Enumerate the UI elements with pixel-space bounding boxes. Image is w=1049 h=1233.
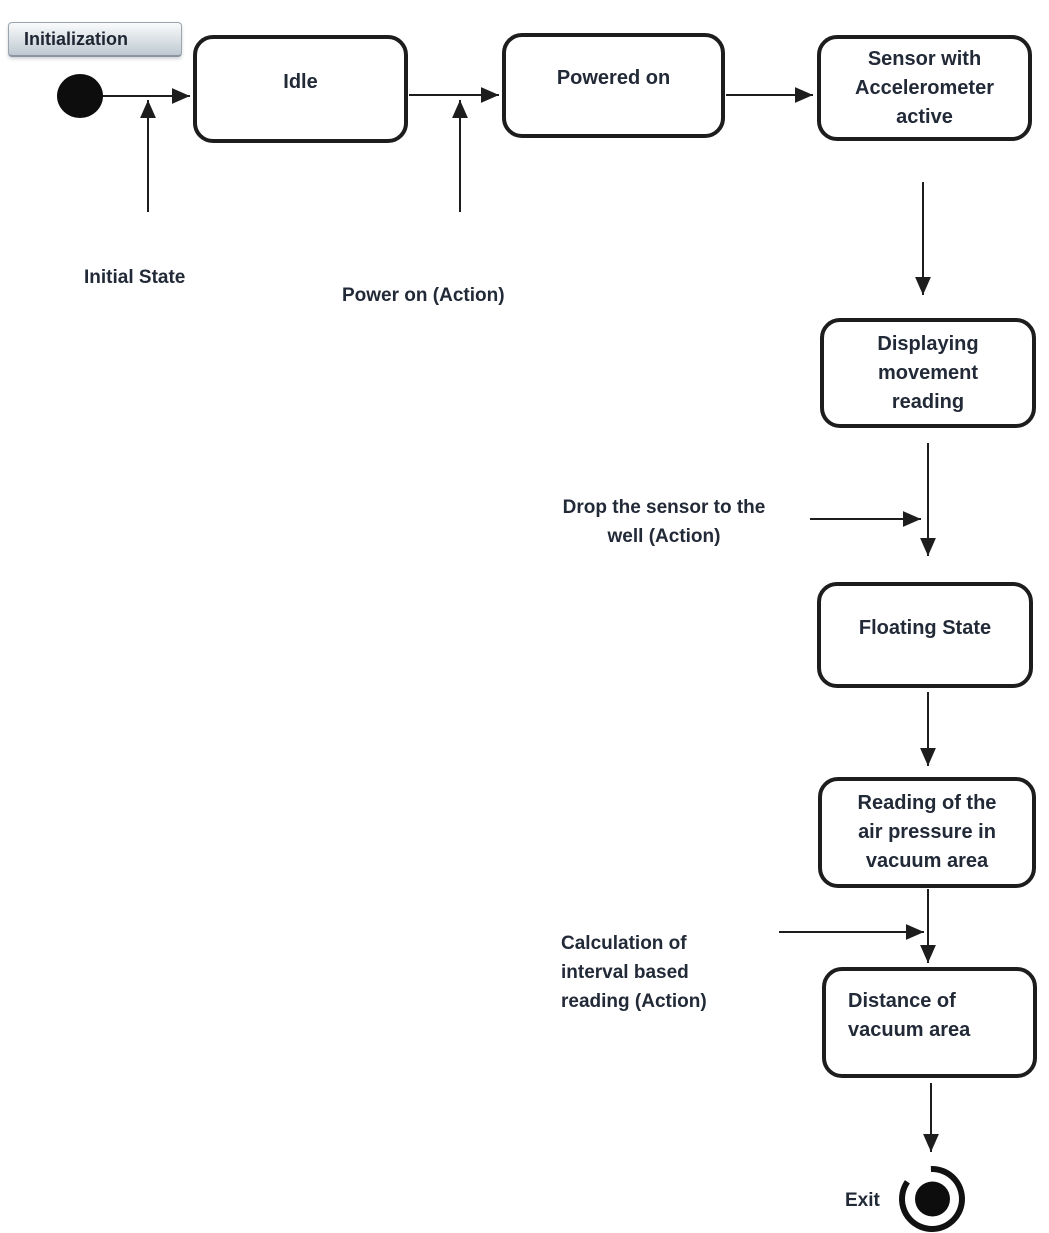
state-distance-vacuum-area: Distance of vacuum area [822,967,1037,1078]
state-floating-label: Floating State [858,616,992,639]
initial-state-annotation: Initial State [84,267,186,288]
state-sensor-accelerometer-active: Sensor with Accelerometer active [817,35,1032,141]
diagram-title: Initialization [24,28,129,49]
initial-state-node [57,74,103,118]
state-displaying-movement-reading: Displaying movement reading [820,318,1036,428]
state-sensor-label: Sensor with Accelerometer active [855,47,994,128]
state-displaying-label: Displaying movement reading [877,332,979,413]
state-reading-label: Reading of the air pressure in vacuum ar… [857,792,997,872]
state-powered-on-label: Powered on [556,67,671,89]
exit-annotation: Exit [845,1190,880,1211]
state-floating: Floating State [817,582,1033,688]
power-on-annotation: Power on (Action) [342,285,505,306]
calculation-annotation: Calculation of interval based reading (A… [561,933,707,1012]
state-idle-label: Idle [283,70,318,93]
state-reading-air-pressure: Reading of the air pressure in vacuum ar… [818,777,1036,888]
final-state-node [899,1165,965,1232]
state-distance-label: Distance of vacuum area [848,989,971,1041]
state-powered-on: Powered on [502,33,725,138]
drop-sensor-annotation: Drop the sensor to the well (Action) [562,497,766,547]
diagram-title-tab: Initialization [8,22,182,57]
state-idle: Idle [193,35,408,143]
